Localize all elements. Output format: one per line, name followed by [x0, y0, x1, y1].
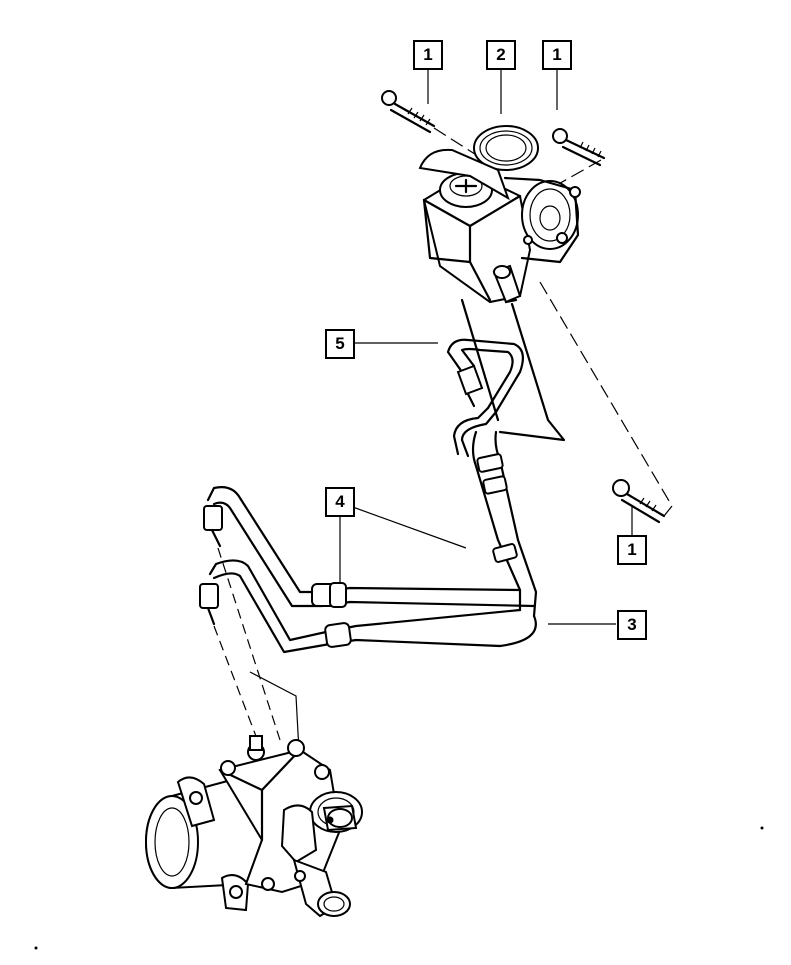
callout-5-pressure-line: 5 — [325, 329, 355, 359]
callout-3-hose: 3 — [617, 610, 647, 640]
pressure-line — [446, 338, 525, 458]
steering-gear — [145, 735, 363, 918]
callout-1-bolt-bottom: 1 — [617, 535, 647, 565]
callout-1-bolt-top-right: 1 — [542, 40, 572, 70]
power-steering-pump — [418, 125, 581, 304]
bolt-top-right — [552, 128, 606, 167]
hose-assemblies — [199, 486, 537, 771]
return-hose — [460, 298, 566, 618]
callout-1-bolt-top-left: 1 — [413, 40, 443, 70]
callout-2-pump: 2 — [486, 40, 516, 70]
callout-4-hose: 4 — [325, 487, 355, 517]
leader-lines — [339, 70, 633, 625]
bolt-bottom-right — [612, 479, 666, 524]
bolt-top-left — [381, 90, 436, 134]
